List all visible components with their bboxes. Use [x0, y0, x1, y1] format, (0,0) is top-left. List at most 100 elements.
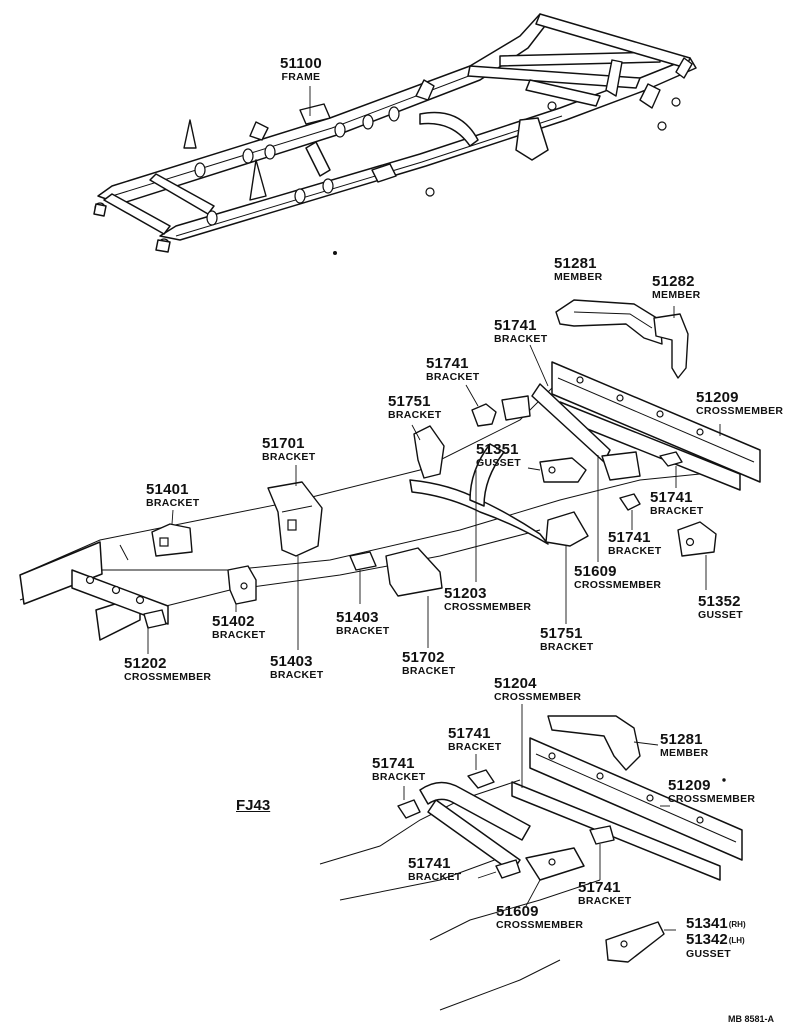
- callout-frame-51100: 51100 FRAME: [280, 56, 322, 83]
- part-number: 51403: [336, 609, 379, 626]
- callout-crossmember-51209-bottom: 51209 CROSSMEMBER: [668, 778, 755, 805]
- callout-crossmember-51609-top: 51609 CROSSMEMBER: [574, 564, 661, 591]
- frame-assembly-drawing: [93, 13, 697, 255]
- callout-bracket-51751-b: 51751 BRACKET: [540, 626, 593, 653]
- part-number: 51401: [146, 481, 189, 498]
- callout-crossmember-51204: 51204 CROSSMEMBER: [494, 676, 581, 703]
- reference-code: MB 8581-A: [728, 1014, 775, 1024]
- callout-bracket-51401: 51401 BRACKET: [146, 482, 199, 509]
- part-number: 51204: [494, 675, 537, 692]
- callout-member-51281-top: 51281 MEMBER: [554, 256, 602, 283]
- part-name: CROSSMEMBER: [696, 405, 784, 417]
- model-designation: FJ43: [236, 797, 271, 814]
- part-name: BRACKET: [372, 771, 426, 783]
- part-name: BRACKET: [650, 505, 704, 517]
- callout-bracket-51741-a: 51741 BRACKET: [494, 318, 547, 345]
- part-number: 51741: [448, 725, 491, 742]
- callout-bracket-51403-a: 51403 BRACKET: [336, 610, 389, 637]
- part-name: BRACKET: [426, 371, 480, 383]
- part-number: 51741: [494, 317, 537, 334]
- part-name: FRAME: [281, 71, 321, 83]
- part-name: BRACKET: [270, 669, 324, 681]
- callout-bracket-51741-d: 51741 BRACKET: [608, 530, 661, 557]
- callout-crossmember-51202: 51202 CROSSMEMBER: [124, 656, 211, 683]
- part-number: 51203: [444, 585, 487, 602]
- callout-member-51282: 51282 MEMBER: [652, 274, 700, 301]
- part-name: CROSSMEMBER: [494, 691, 582, 703]
- callout-gusset-51351: 51351 GUSSET: [476, 442, 521, 469]
- part-number: 51751: [388, 393, 431, 410]
- part-number: 51741: [650, 489, 693, 506]
- part-number: 51281: [660, 731, 703, 748]
- side-lh: (LH): [728, 936, 745, 945]
- side-rh: (RH): [728, 920, 746, 929]
- part-name: BRACKET: [388, 409, 442, 421]
- part-number: 51741: [426, 355, 469, 372]
- part-name: CROSSMEMBER: [444, 601, 532, 613]
- part-name: CROSSMEMBER: [496, 919, 584, 931]
- part-name: CROSSMEMBER: [124, 671, 212, 683]
- callout-gusset-51341-51342: 51341(RH) 51342(LH) GUSSET: [686, 916, 746, 960]
- part-number: 51202: [124, 655, 167, 672]
- part-number: 51741: [608, 529, 651, 546]
- part-number: 51741: [408, 855, 451, 872]
- callout-bracket-51741-h: 51741 BRACKET: [578, 880, 631, 907]
- part-name: CROSSMEMBER: [668, 793, 756, 805]
- part-number: 51100: [280, 55, 322, 72]
- part-name: BRACKET: [494, 333, 548, 345]
- part-name: BRACKET: [540, 641, 594, 653]
- part-number: 51609: [496, 903, 539, 920]
- part-name: BRACKET: [262, 451, 316, 463]
- part-number: 51282: [652, 273, 695, 290]
- callout-bracket-51402: 51402 BRACKET: [212, 614, 265, 641]
- callout-gusset-51352: 51352 GUSSET: [698, 594, 743, 621]
- callout-bracket-51741-e: 51741 BRACKET: [448, 726, 501, 753]
- part-number: 51609: [574, 563, 617, 580]
- part-name: GUSSET: [476, 457, 521, 469]
- part-number: 51352: [698, 593, 741, 610]
- part-name: MEMBER: [660, 747, 709, 759]
- part-name: CROSSMEMBER: [574, 579, 662, 591]
- callout-bracket-51701: 51701 BRACKET: [262, 436, 315, 463]
- callout-bracket-51741-c: 51741 BRACKET: [650, 490, 703, 517]
- part-number: 51403: [270, 653, 313, 670]
- part-name: BRACKET: [448, 741, 502, 753]
- callout-bracket-51741-b: 51741 BRACKET: [426, 356, 479, 383]
- part-name: BRACKET: [336, 625, 390, 637]
- part-number: 51701: [262, 435, 305, 452]
- part-name: GUSSET: [686, 948, 731, 960]
- callout-crossmember-51209-top: 51209 CROSSMEMBER: [696, 390, 783, 417]
- part-name: BRACKET: [408, 871, 462, 883]
- part-number: 51209: [696, 389, 739, 406]
- part-number: 51209: [668, 777, 711, 794]
- part-number-lh: 51342: [686, 931, 728, 948]
- callout-crossmember-51609-bottom: 51609 CROSSMEMBER: [496, 904, 583, 931]
- part-name: BRACKET: [608, 545, 662, 557]
- part-name: BRACKET: [212, 629, 266, 641]
- callout-bracket-51741-f: 51741 BRACKET: [372, 756, 425, 783]
- callout-member-51281-bottom: 51281 MEMBER: [660, 732, 708, 759]
- part-name: GUSSET: [698, 609, 743, 621]
- part-number: 51351: [476, 441, 519, 458]
- part-number-rh: 51341: [686, 915, 728, 932]
- part-name: BRACKET: [146, 497, 200, 509]
- callout-bracket-51741-g: 51741 BRACKET: [408, 856, 461, 883]
- callout-crossmember-51203: 51203 CROSSMEMBER: [444, 586, 531, 613]
- part-number: 51751: [540, 625, 583, 642]
- part-name: MEMBER: [554, 271, 603, 283]
- fj43-rear-drawing: [319, 704, 743, 1011]
- part-number: 51741: [578, 879, 621, 896]
- part-number: 51281: [554, 255, 597, 272]
- callout-bracket-51702: 51702 BRACKET: [402, 650, 455, 677]
- part-number: 51741: [372, 755, 415, 772]
- part-name: BRACKET: [578, 895, 632, 907]
- exploded-view-drawing: [19, 299, 761, 654]
- callout-bracket-51751-a: 51751 BRACKET: [388, 394, 441, 421]
- part-number: 51702: [402, 649, 445, 666]
- part-name: BRACKET: [402, 665, 456, 677]
- part-number: 51402: [212, 613, 255, 630]
- callout-bracket-51403-b: 51403 BRACKET: [270, 654, 323, 681]
- part-name: MEMBER: [652, 289, 701, 301]
